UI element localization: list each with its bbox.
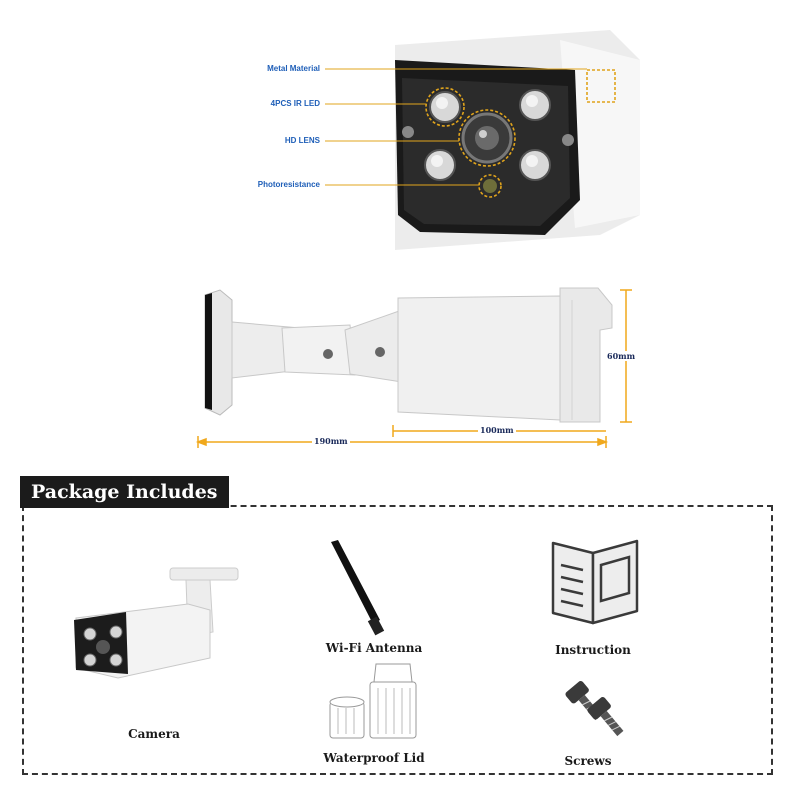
instruction-booklet-icon	[551, 539, 639, 625]
item-label-screws: Screws	[564, 754, 612, 768]
package-title: Package Includes	[20, 476, 229, 508]
screws-icon	[565, 681, 624, 737]
antenna-icon	[331, 540, 385, 636]
camera-thumbnail	[74, 567, 239, 679]
camera-front-closeup	[325, 30, 640, 250]
callout-metal-material: Metal Material	[267, 64, 320, 73]
callout-photoresistance: Photoresistance	[257, 180, 320, 189]
item-label-antenna: Wi-Fi Antenna	[325, 641, 423, 655]
package-box	[22, 505, 773, 775]
item-label-instruction: Instruction	[555, 643, 631, 657]
item-label-camera: Camera	[128, 727, 180, 741]
dimension-body-length: 100mm	[478, 425, 516, 435]
item-label-waterproof-lid: Waterproof Lid	[323, 751, 425, 765]
waterproof-lid-icon	[329, 663, 417, 739]
callout-ir-led: 4PCS IR LED	[270, 99, 320, 108]
camera-side-profile	[195, 287, 632, 448]
dimension-total-length: 190mm	[312, 436, 350, 446]
callout-hd-lens: HD LENS	[284, 136, 320, 145]
dimension-height: 60mm	[605, 351, 638, 361]
